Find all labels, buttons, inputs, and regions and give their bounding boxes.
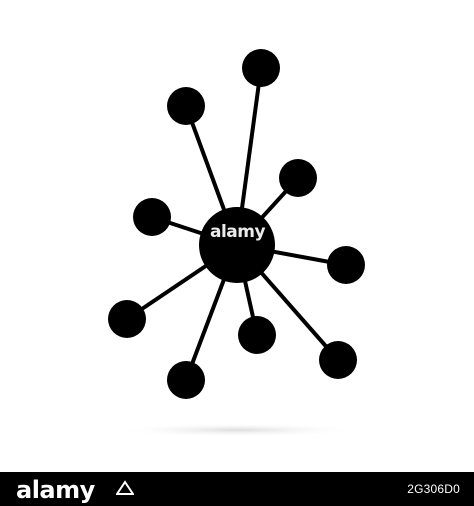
satellite-node xyxy=(167,361,205,399)
satellite-nodes xyxy=(108,49,365,399)
image-id-label: 2G306D0 xyxy=(407,482,460,496)
satellite-node xyxy=(279,159,317,197)
center-watermark: alamy xyxy=(210,222,266,242)
satellite-node xyxy=(242,49,280,87)
satellite-node xyxy=(238,316,276,354)
ground-shadow xyxy=(112,423,362,437)
satellite-node xyxy=(327,246,365,284)
brand-logo-icon xyxy=(116,480,134,495)
satellite-node xyxy=(167,87,205,125)
central-hub-node xyxy=(199,207,275,283)
satellite-node xyxy=(108,300,146,338)
brand-logo-text: alamy xyxy=(16,476,95,504)
stock-watermark-bar: alamy 2G306D0 xyxy=(0,472,474,506)
satellite-node xyxy=(319,341,357,379)
satellite-node xyxy=(133,198,171,236)
network-hub-icon xyxy=(108,49,365,437)
